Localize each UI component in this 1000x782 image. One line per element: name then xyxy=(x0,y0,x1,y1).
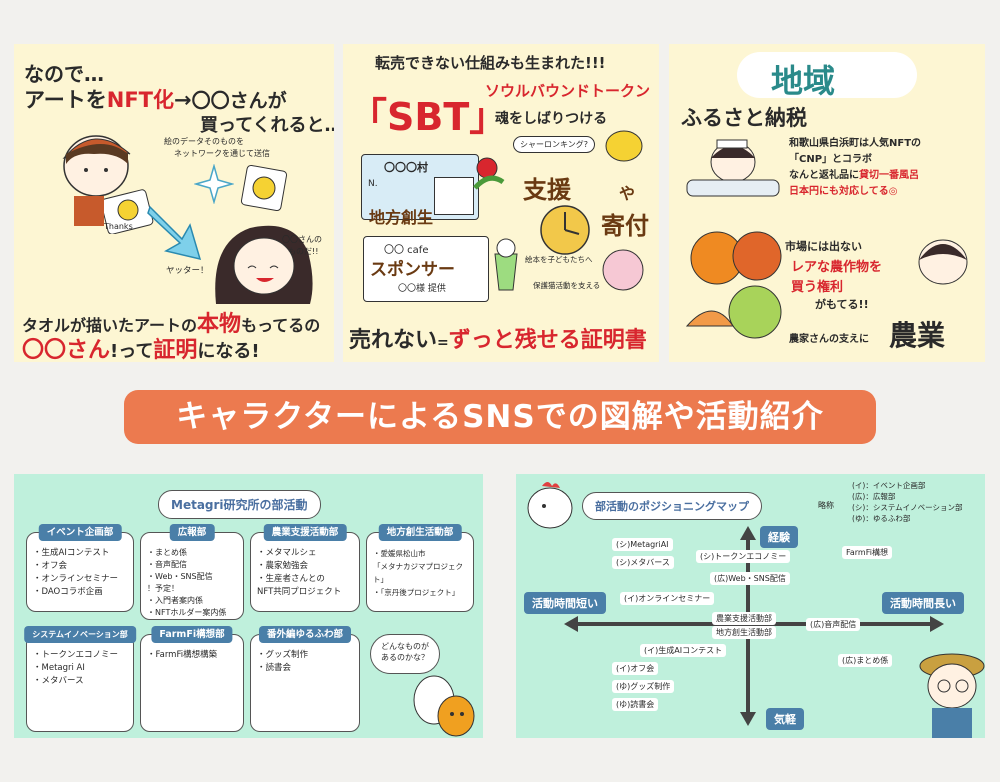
thanks-label: Thanks xyxy=(104,222,133,231)
nogyo-label: 農業 xyxy=(889,319,946,352)
yattaa-label: ヤッター！ xyxy=(166,266,209,276)
panel1-bottom2: 〇〇さん!って証明になる! xyxy=(22,338,260,362)
cream-soda-icon xyxy=(494,238,518,291)
tamashii-label: 魂をしばりつける xyxy=(495,111,608,127)
character-buyer-illustration xyxy=(215,225,313,304)
village-card: 〇〇〇村 N. xyxy=(361,154,479,220)
club-card-agri: 農業支援活動部 ・メタマルシェ ・農家勉強会 ・生産者さんとの NFT共同プロジ… xyxy=(250,524,360,612)
position-item: (ゆ)グッズ制作 xyxy=(612,680,675,693)
panel1-bottom1: タオルが描いたアートの本物もってるの xyxy=(22,312,321,337)
lemon-character-icon xyxy=(605,130,643,162)
market-label: 市場には出ない xyxy=(785,240,862,253)
club-card-farmfi: FarmFi構想部 ・FarmFi構想構築 xyxy=(140,626,244,732)
section-banner: キャラクターによるSNSでの図解や活動紹介 xyxy=(124,390,876,444)
club-card-pr: 広報部 ・まとめ係 ・音声配信 ・Web・SNS配信 ！予定！ ・入門者案内係 … xyxy=(140,524,244,620)
position-item: (イ)オフ会 xyxy=(612,662,659,675)
bath-character-illustration xyxy=(686,139,780,197)
hogo-label: 保護猫活動を支える xyxy=(533,281,601,290)
position-item: (ゆ)読書会 xyxy=(612,698,659,711)
speech-bubble: どんなものが あるのかな？ xyxy=(370,634,440,674)
clock-illustration xyxy=(540,205,590,255)
panel1-line3: 買ってくれると… xyxy=(200,115,334,136)
furusato-desc2: 「CNP」とコラボ xyxy=(789,154,873,165)
speech-bubble: シャーロンキング? xyxy=(513,136,596,153)
chicken-mascot-illustration xyxy=(527,482,573,529)
position-item: (イ)オンラインセミナー xyxy=(620,592,715,605)
position-item: 農業支援活動部 xyxy=(712,612,776,625)
panel1-note2: ネットワークを通じて送信 xyxy=(174,149,270,158)
sparkle-icon xyxy=(194,164,234,204)
position-item: (広)まとめ係 xyxy=(838,654,893,667)
club-card-event: イベント企画部 ・生成AIコンテスト ・オフ会 ・オンラインセミナー ・DAOコ… xyxy=(26,524,134,612)
rare-label1: レアな農作物を xyxy=(791,260,883,275)
club-card-yurufuwa: 番外編ゆるふわ部 ・グッズ制作 ・読書会 xyxy=(250,626,360,732)
position-item: (広)音声配信 xyxy=(806,618,861,631)
position-item: 地方創生活動部 xyxy=(712,626,776,639)
region-cloud xyxy=(737,52,917,98)
farmer-mascot-illustration xyxy=(919,653,985,738)
sbt-panel: 転売できない仕組みも生まれた!!! 「SBT」 ソウルバウンドトークン 魂をしば… xyxy=(343,44,659,362)
sbt-title: 「SBT」 xyxy=(349,95,508,139)
axis-left-label: 活動時間短い xyxy=(524,592,606,614)
position-item: (シ)トークンエコノミー xyxy=(696,550,791,563)
arrow-down-right-icon xyxy=(147,205,202,261)
furusato-desc4: 日本円にも対応してる◎ xyxy=(789,186,898,197)
vegetable-icon xyxy=(473,157,505,190)
position-item: (広)Web・SNS配信 xyxy=(710,572,790,585)
position-item: FarmFi構想 xyxy=(842,546,892,559)
farmer-character-illustration xyxy=(918,239,968,285)
axis-top-label: 経験 xyxy=(760,526,798,548)
mono-label: ものだ!! xyxy=(288,247,319,256)
nft-art-panel: なので… アートをNFT化→〇〇さんが 買ってくれると… 絵のデータそのものを … xyxy=(14,44,334,362)
legend-label: 略称 xyxy=(818,501,834,510)
cat-icon xyxy=(602,249,644,291)
fruit-illustration xyxy=(685,231,782,339)
character-artist-illustration xyxy=(62,135,154,234)
club-map-title: Metagri研究所の部活動 xyxy=(158,490,321,519)
panel2-bottom: 売れない=ずっと残せる証明書 xyxy=(349,328,647,353)
furusato-label: ふるさと納税 xyxy=(681,106,807,130)
position-map-title: 部活動のポジショニングマップ xyxy=(582,492,762,520)
soulbound-label: ソウルバウンドトークン xyxy=(485,82,651,100)
ya-label: や xyxy=(619,184,636,203)
rare-label2: 買う権利 xyxy=(791,280,844,295)
oosan-label: 〇〇さんの xyxy=(282,235,322,244)
shien-label: 支援 xyxy=(523,176,571,204)
axis-right-label: 活動時間長い xyxy=(882,592,964,614)
club-card-system: システムイノベーション部 ・トークンエコノミー ・Metagri AI ・メタバ… xyxy=(24,626,136,732)
alpaca-mango-illustration xyxy=(413,675,475,737)
cafe-sponsor-card: 〇〇 cafe スポンサー 〇〇様 提供 xyxy=(363,236,489,302)
club-activities-panel: Metagri研究所の部活動 イベント企画部 ・生成AIコンテスト ・オフ会 ・… xyxy=(14,474,483,738)
panel1-line2: アートをNFT化→〇〇さんが xyxy=(24,88,287,112)
region-title: 地域 xyxy=(771,62,836,100)
panel2-top: 転売できない仕組みも生まれた!!! xyxy=(375,54,606,72)
position-item: (イ)生成AIコンテスト xyxy=(640,644,727,657)
furusato-desc1: 和歌山県白浜町は人気NFTの xyxy=(789,138,922,149)
position-item: (シ)メタバース xyxy=(612,556,674,569)
chiho-label: 地方創生 xyxy=(369,208,434,227)
panel1-line1: なので… xyxy=(24,62,104,86)
nft-card-icon xyxy=(240,164,288,212)
furusato-desc3: なんと返礼品に貸切一番風呂 xyxy=(789,170,919,181)
kifu-label: 寄付 xyxy=(601,212,649,240)
region-panel: 地域 ふるさと納税 和歌山県白浜町は人気NFTの 「CNP」とコラボ なんと返礼… xyxy=(669,44,985,362)
legend-list: (イ)：イベント企画部 (広)：広報部 (シ)：システムイノベーション部 (ゆ)… xyxy=(852,481,963,523)
position-item: (シ)MetagriAI xyxy=(612,538,673,551)
rare-label3: がもてる!! xyxy=(815,298,869,311)
club-card-regional: 地方創生活動部 ・愛媛県松山市 「メタナカジマプロジェクト」 ・「京丹後プロジェ… xyxy=(366,524,474,612)
panel1-note1: 絵のデータそのものを xyxy=(164,137,244,146)
ehon-label: 絵本を子どもたちへ xyxy=(525,255,593,264)
positioning-map-panel: 部活動のポジショニングマップ 略称 (イ)：イベント企画部 (広)：広報部 (シ… xyxy=(516,474,985,738)
axis-bottom-label: 気軽 xyxy=(766,708,804,730)
farmer-support-label: 農家さんの支えに xyxy=(789,334,869,345)
